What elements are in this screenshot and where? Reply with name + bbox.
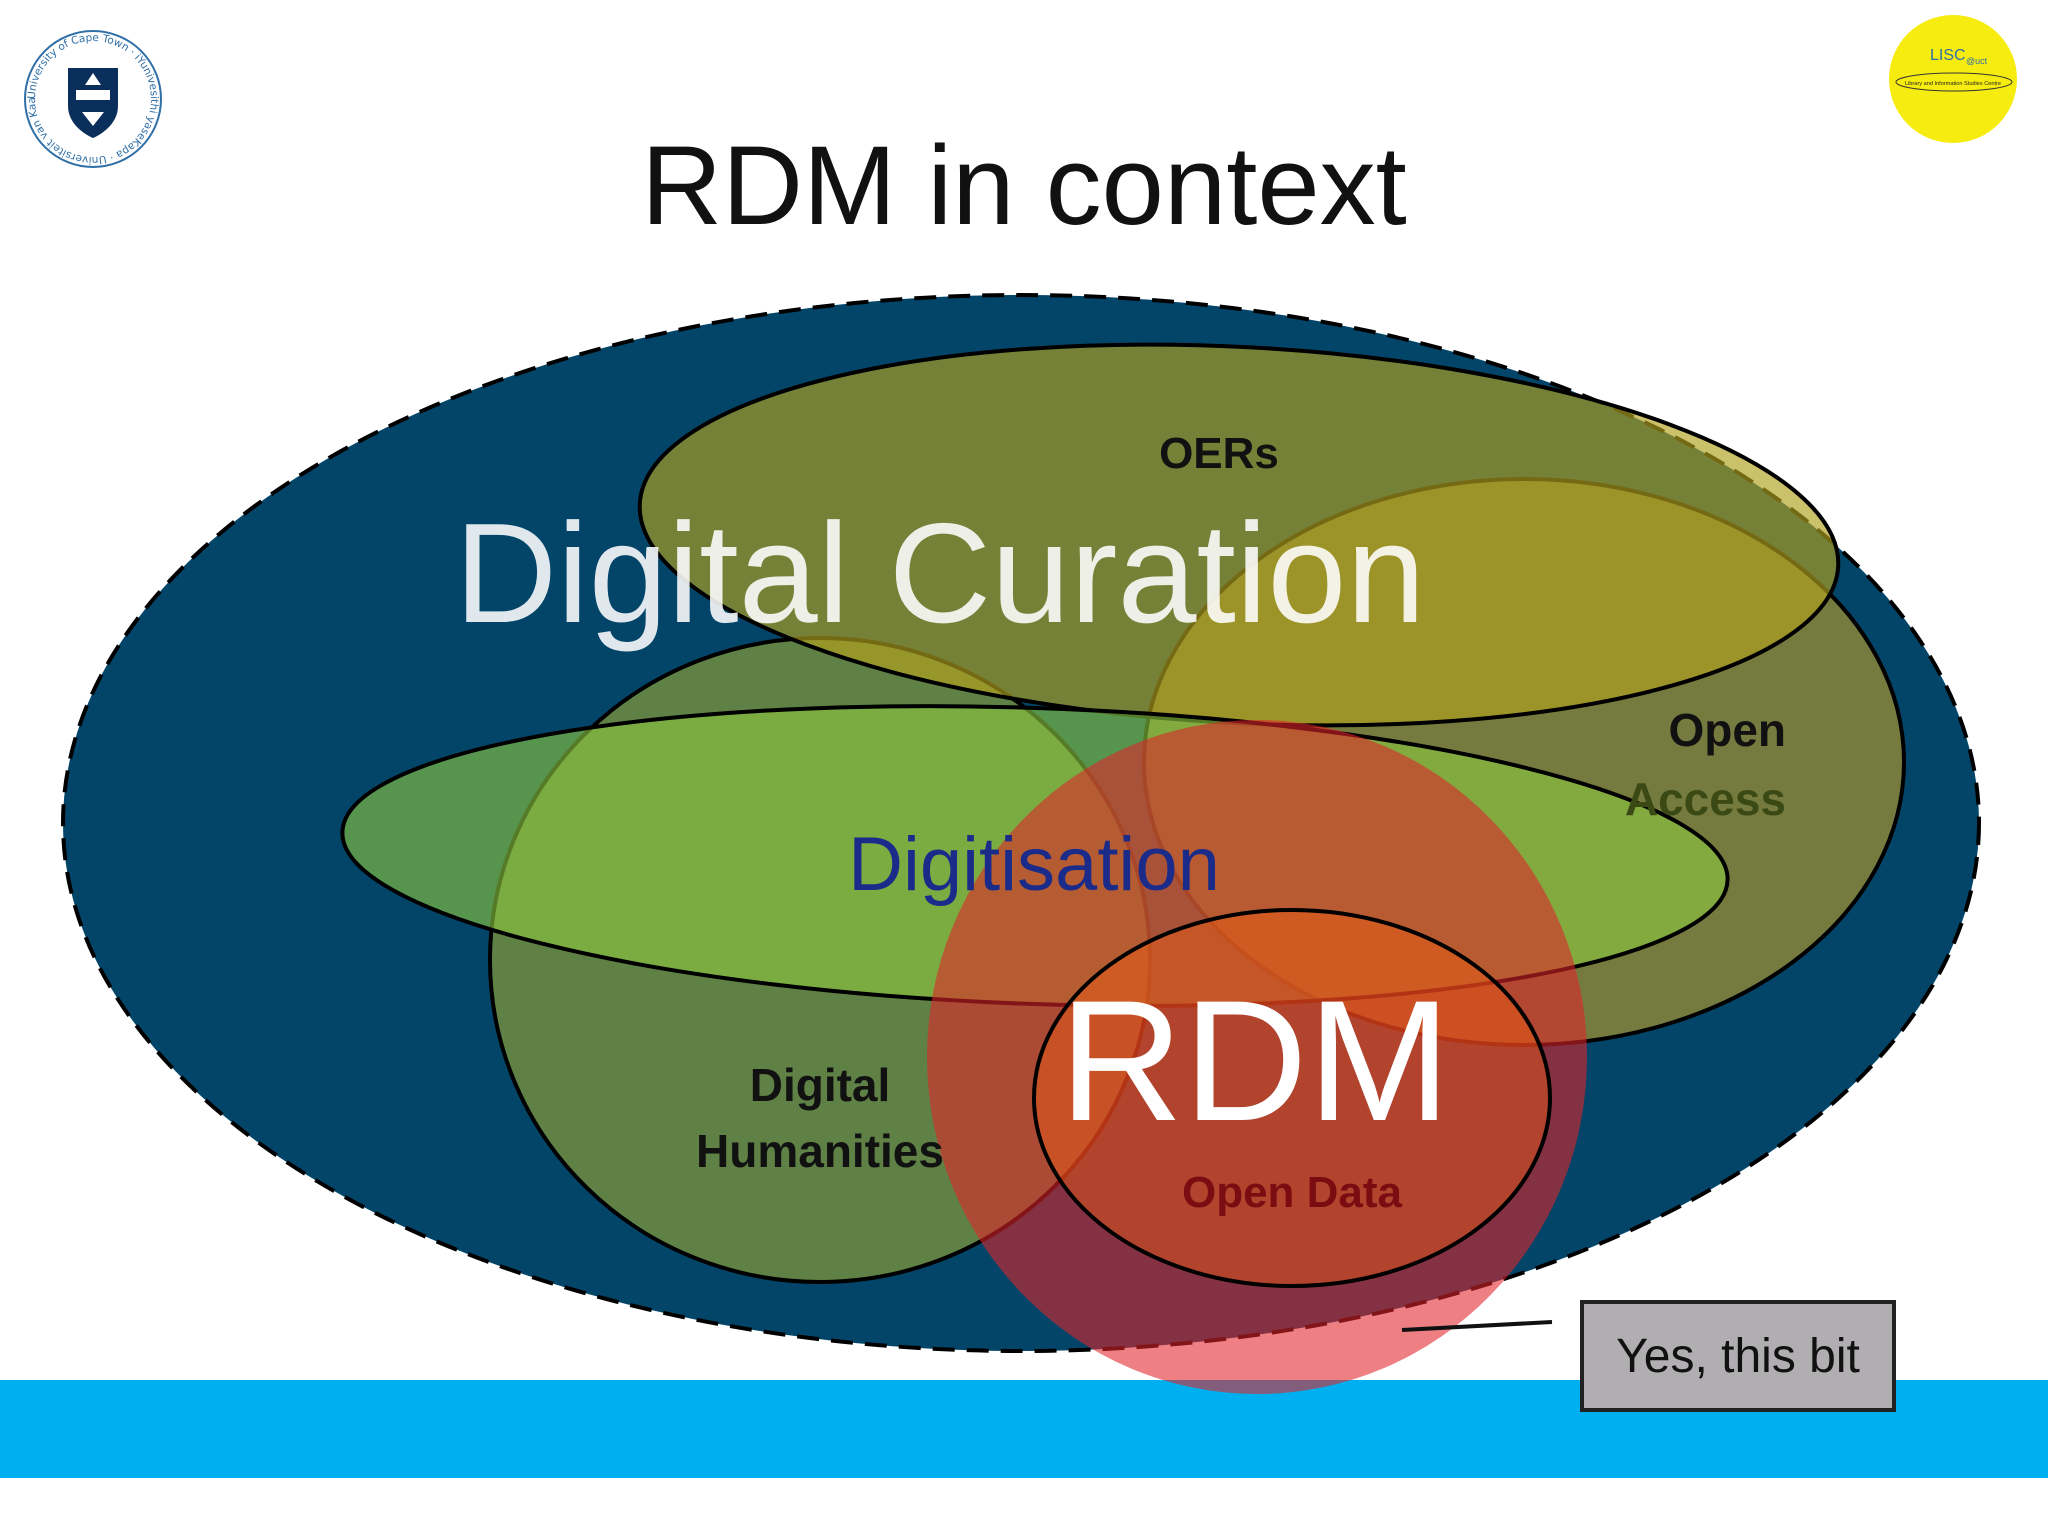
callout-box: Yes, this bit xyxy=(1580,1300,1896,1412)
callout-connector xyxy=(1401,1320,1553,1332)
digitisation-label: Digitisation xyxy=(848,822,1220,907)
slide-title: RDM in context xyxy=(641,123,1407,248)
rdm-label: RDM xyxy=(1059,965,1451,1157)
uct-logo: University of Cape Town · iYunivesithi y… xyxy=(22,28,162,168)
lisc-logo: LISC @uct Library and Information Studie… xyxy=(1889,15,2017,143)
oers-label: OERs xyxy=(1159,429,1279,478)
open-access-label-line1: Open xyxy=(1668,704,1786,756)
lisc-subtitle: Library and Information Studies Centre xyxy=(1905,81,2001,87)
digital-humanities-label-line2: Humanities xyxy=(696,1125,944,1177)
lisc-text: LISC xyxy=(1930,47,1966,64)
uct-shield-icon xyxy=(68,68,118,138)
open-access-label-line2: Access xyxy=(1625,773,1786,825)
open-data-ellipse xyxy=(1032,908,1552,1288)
rdm-circle xyxy=(927,720,1587,1394)
digital-humanities-label-line1: Digital xyxy=(750,1059,891,1111)
open-data-label: Open Data xyxy=(1182,1168,1403,1217)
digital-curation-label: Digital Curation xyxy=(455,494,1426,653)
lisc-at-text: @uct xyxy=(1966,56,1988,66)
